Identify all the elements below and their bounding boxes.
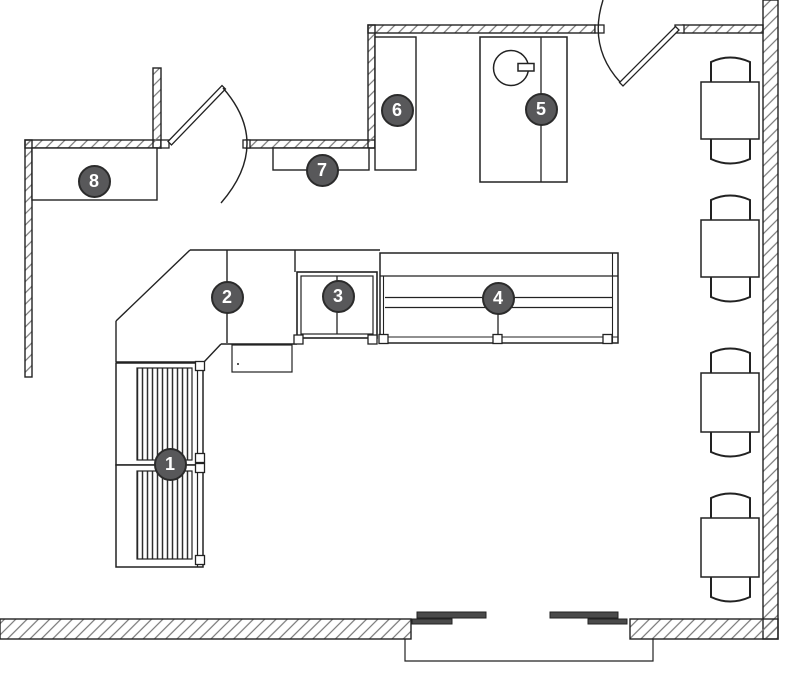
door-frame-caps: [160, 24, 685, 149]
equipment-1-hinge-2: [194, 452, 206, 464]
equipment-1-hinge-1: [194, 360, 206, 372]
marker-1[interactable]: 1: [153, 447, 187, 481]
marker-4[interactable]: 4: [481, 281, 515, 315]
boiler-tap-icon: [517, 62, 535, 72]
equipment-1-hinge-4: [194, 554, 206, 566]
marker-8[interactable]: 8: [77, 164, 111, 198]
chair-bottom-icon: [710, 139, 751, 165]
cabinet-knob-dot: [237, 363, 239, 365]
sliding-panel-left-outer: [416, 611, 487, 619]
wall-bottom-left: [0, 618, 412, 640]
wall-stub-vertical: [152, 67, 162, 149]
door1-leaf: [167, 84, 227, 146]
door2-swing-arc: [597, 0, 621, 83]
chair-top-icon: [710, 347, 751, 373]
sliding-panel-right-inner: [587, 618, 628, 625]
counter-2[interactable]: [115, 249, 380, 363]
marker-3[interactable]: 3: [321, 279, 355, 313]
table-top: [700, 81, 760, 140]
wall-top-left-horizontal: [24, 139, 162, 149]
counter-2-diagonal-inner: [203, 343, 222, 363]
entry-step-outline: [404, 639, 654, 662]
chair-bottom-icon: [710, 277, 751, 303]
marker-7[interactable]: 7: [305, 153, 339, 187]
chair-top-icon: [710, 194, 751, 220]
equipment-3-foot-right: [367, 334, 378, 345]
table-set-2[interactable]: [700, 194, 760, 303]
walls: [0, 0, 779, 640]
counter-4-foot-middle: [492, 333, 503, 345]
table-top: [700, 219, 760, 278]
table-top: [700, 372, 760, 433]
wall-left: [24, 139, 33, 378]
equipment-1-top-grille: [136, 367, 193, 461]
chair-top-icon: [710, 56, 751, 82]
equipment-3-foot-left: [293, 334, 304, 345]
swing-door-left: [167, 84, 248, 204]
counter-2-diagonal-outer: [115, 249, 191, 322]
marker-2[interactable]: 2: [210, 280, 244, 314]
under-counter-cabinet-body: [231, 344, 293, 373]
table-set-3[interactable]: [700, 347, 760, 458]
wall-top-horizontal: [367, 24, 596, 34]
entry-sliding-door: [411, 611, 628, 625]
chair-bottom-icon: [710, 577, 751, 603]
equipment-1-hinge-3: [194, 462, 206, 474]
chair-bottom-icon: [710, 432, 751, 458]
wall-right: [762, 0, 779, 640]
swing-door-top-right: [597, 0, 680, 87]
door1-hinge-plate: [160, 139, 170, 149]
door2-stop-plate: [594, 24, 605, 34]
marker-5[interactable]: 5: [524, 92, 558, 126]
table-top: [700, 517, 760, 578]
door2-leaf: [618, 25, 680, 87]
wall-bottom-right: [629, 618, 779, 640]
counter-4-foot-left: [378, 333, 389, 345]
chair-top-icon: [710, 492, 751, 518]
under-counter-cabinet[interactable]: [231, 344, 293, 373]
table-set-4[interactable]: [700, 492, 760, 603]
sliding-panel-right-outer: [549, 611, 619, 619]
wall-mid-horizontal: [245, 139, 376, 149]
counter-4-foot-right: [602, 333, 613, 345]
dining-area: [700, 56, 760, 603]
door1-swing-arc: [220, 87, 248, 204]
marker-6[interactable]: 6: [380, 93, 414, 127]
equipment-1-bottom-grille: [136, 470, 193, 560]
wall-mid-vertical: [367, 24, 376, 149]
wall-top-right-horizontal: [682, 24, 764, 34]
sliding-panel-left-inner: [411, 618, 453, 625]
equipment-1-unit[interactable]: [115, 360, 206, 568]
equipment-3-outer: [296, 271, 378, 339]
table-set-1[interactable]: [700, 56, 760, 165]
